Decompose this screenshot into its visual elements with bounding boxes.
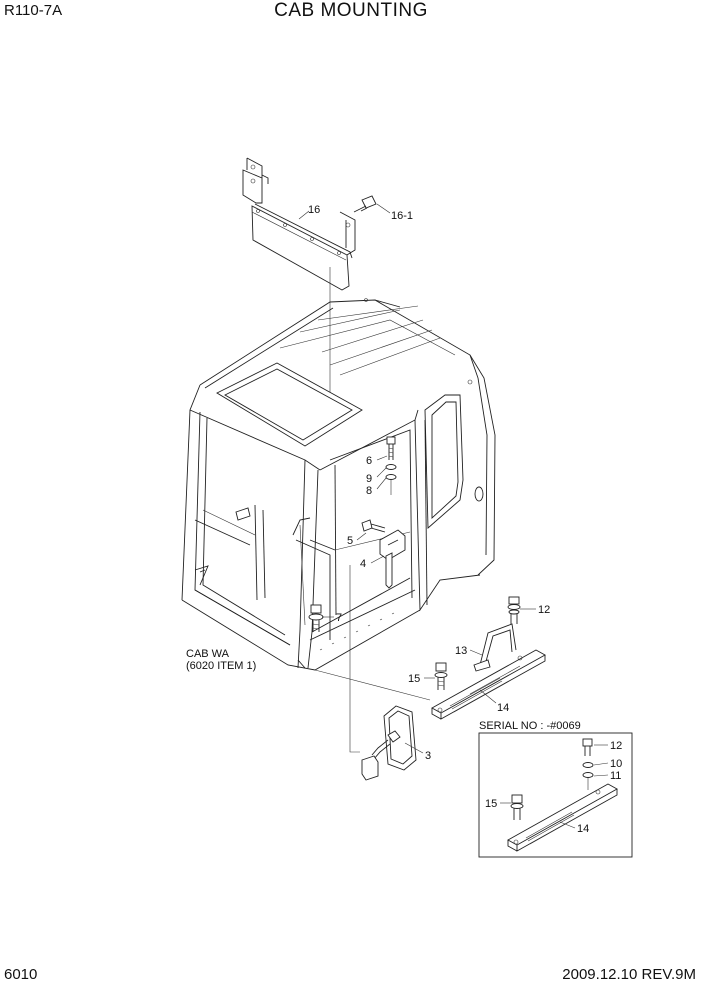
callout-5: 5 <box>347 535 353 547</box>
serial-title: SERIAL NO : -#0069 <box>479 720 581 732</box>
mirror-3 <box>361 705 417 781</box>
callout-16: 16 <box>308 204 320 216</box>
callout-12: 12 <box>538 604 550 616</box>
washer-10 <box>582 762 594 768</box>
callout-3: 3 <box>425 750 431 762</box>
model-code: R110-7A <box>4 2 63 19</box>
cab-body <box>181 298 496 753</box>
bolt-7 <box>308 604 324 632</box>
serial-callout-12: 12 <box>610 740 622 752</box>
callout-6: 6 <box>366 455 372 467</box>
callout-4: 4 <box>360 558 366 570</box>
bolt-12-serial <box>582 738 593 756</box>
callout-14: 14 <box>497 702 509 714</box>
callout-9: 9 <box>366 473 372 485</box>
washer-8 <box>385 474 397 480</box>
handle-4 <box>379 529 406 589</box>
bolt-5 <box>361 519 386 533</box>
callout-15: 15 <box>408 673 420 685</box>
revision-date: 2009.12.10 REV.9M <box>562 966 696 983</box>
washer-9 <box>385 464 397 470</box>
page-number: 6010 <box>4 966 38 983</box>
callout-7: 7 <box>336 612 342 624</box>
serial-callout-14: 14 <box>577 823 589 835</box>
handle-13 <box>473 623 517 672</box>
washer-11 <box>582 772 594 778</box>
serial-callout-15: 15 <box>485 798 497 810</box>
step-14-serial <box>507 783 618 852</box>
bolt-6 <box>386 436 396 460</box>
callout-13: 13 <box>455 645 467 657</box>
cab-wa-label: CAB WA <box>186 648 230 660</box>
bolt-15-serial <box>510 794 524 820</box>
cab-wa-ref: (6020 ITEM 1) <box>186 660 256 672</box>
screw-16-1 <box>353 195 377 213</box>
serial-callout-10: 10 <box>610 758 622 770</box>
page-title: CAB MOUNTING <box>274 0 428 21</box>
callout-8: 8 <box>366 485 372 497</box>
callout-16-1: 16-1 <box>391 210 413 222</box>
bolt-15 <box>434 662 448 690</box>
serial-variant-box <box>478 732 633 858</box>
bolt-12 <box>507 596 521 624</box>
step-14 <box>431 649 546 720</box>
serial-callout-11: 11 <box>610 770 621 782</box>
sun-visor-assembly <box>242 157 391 405</box>
